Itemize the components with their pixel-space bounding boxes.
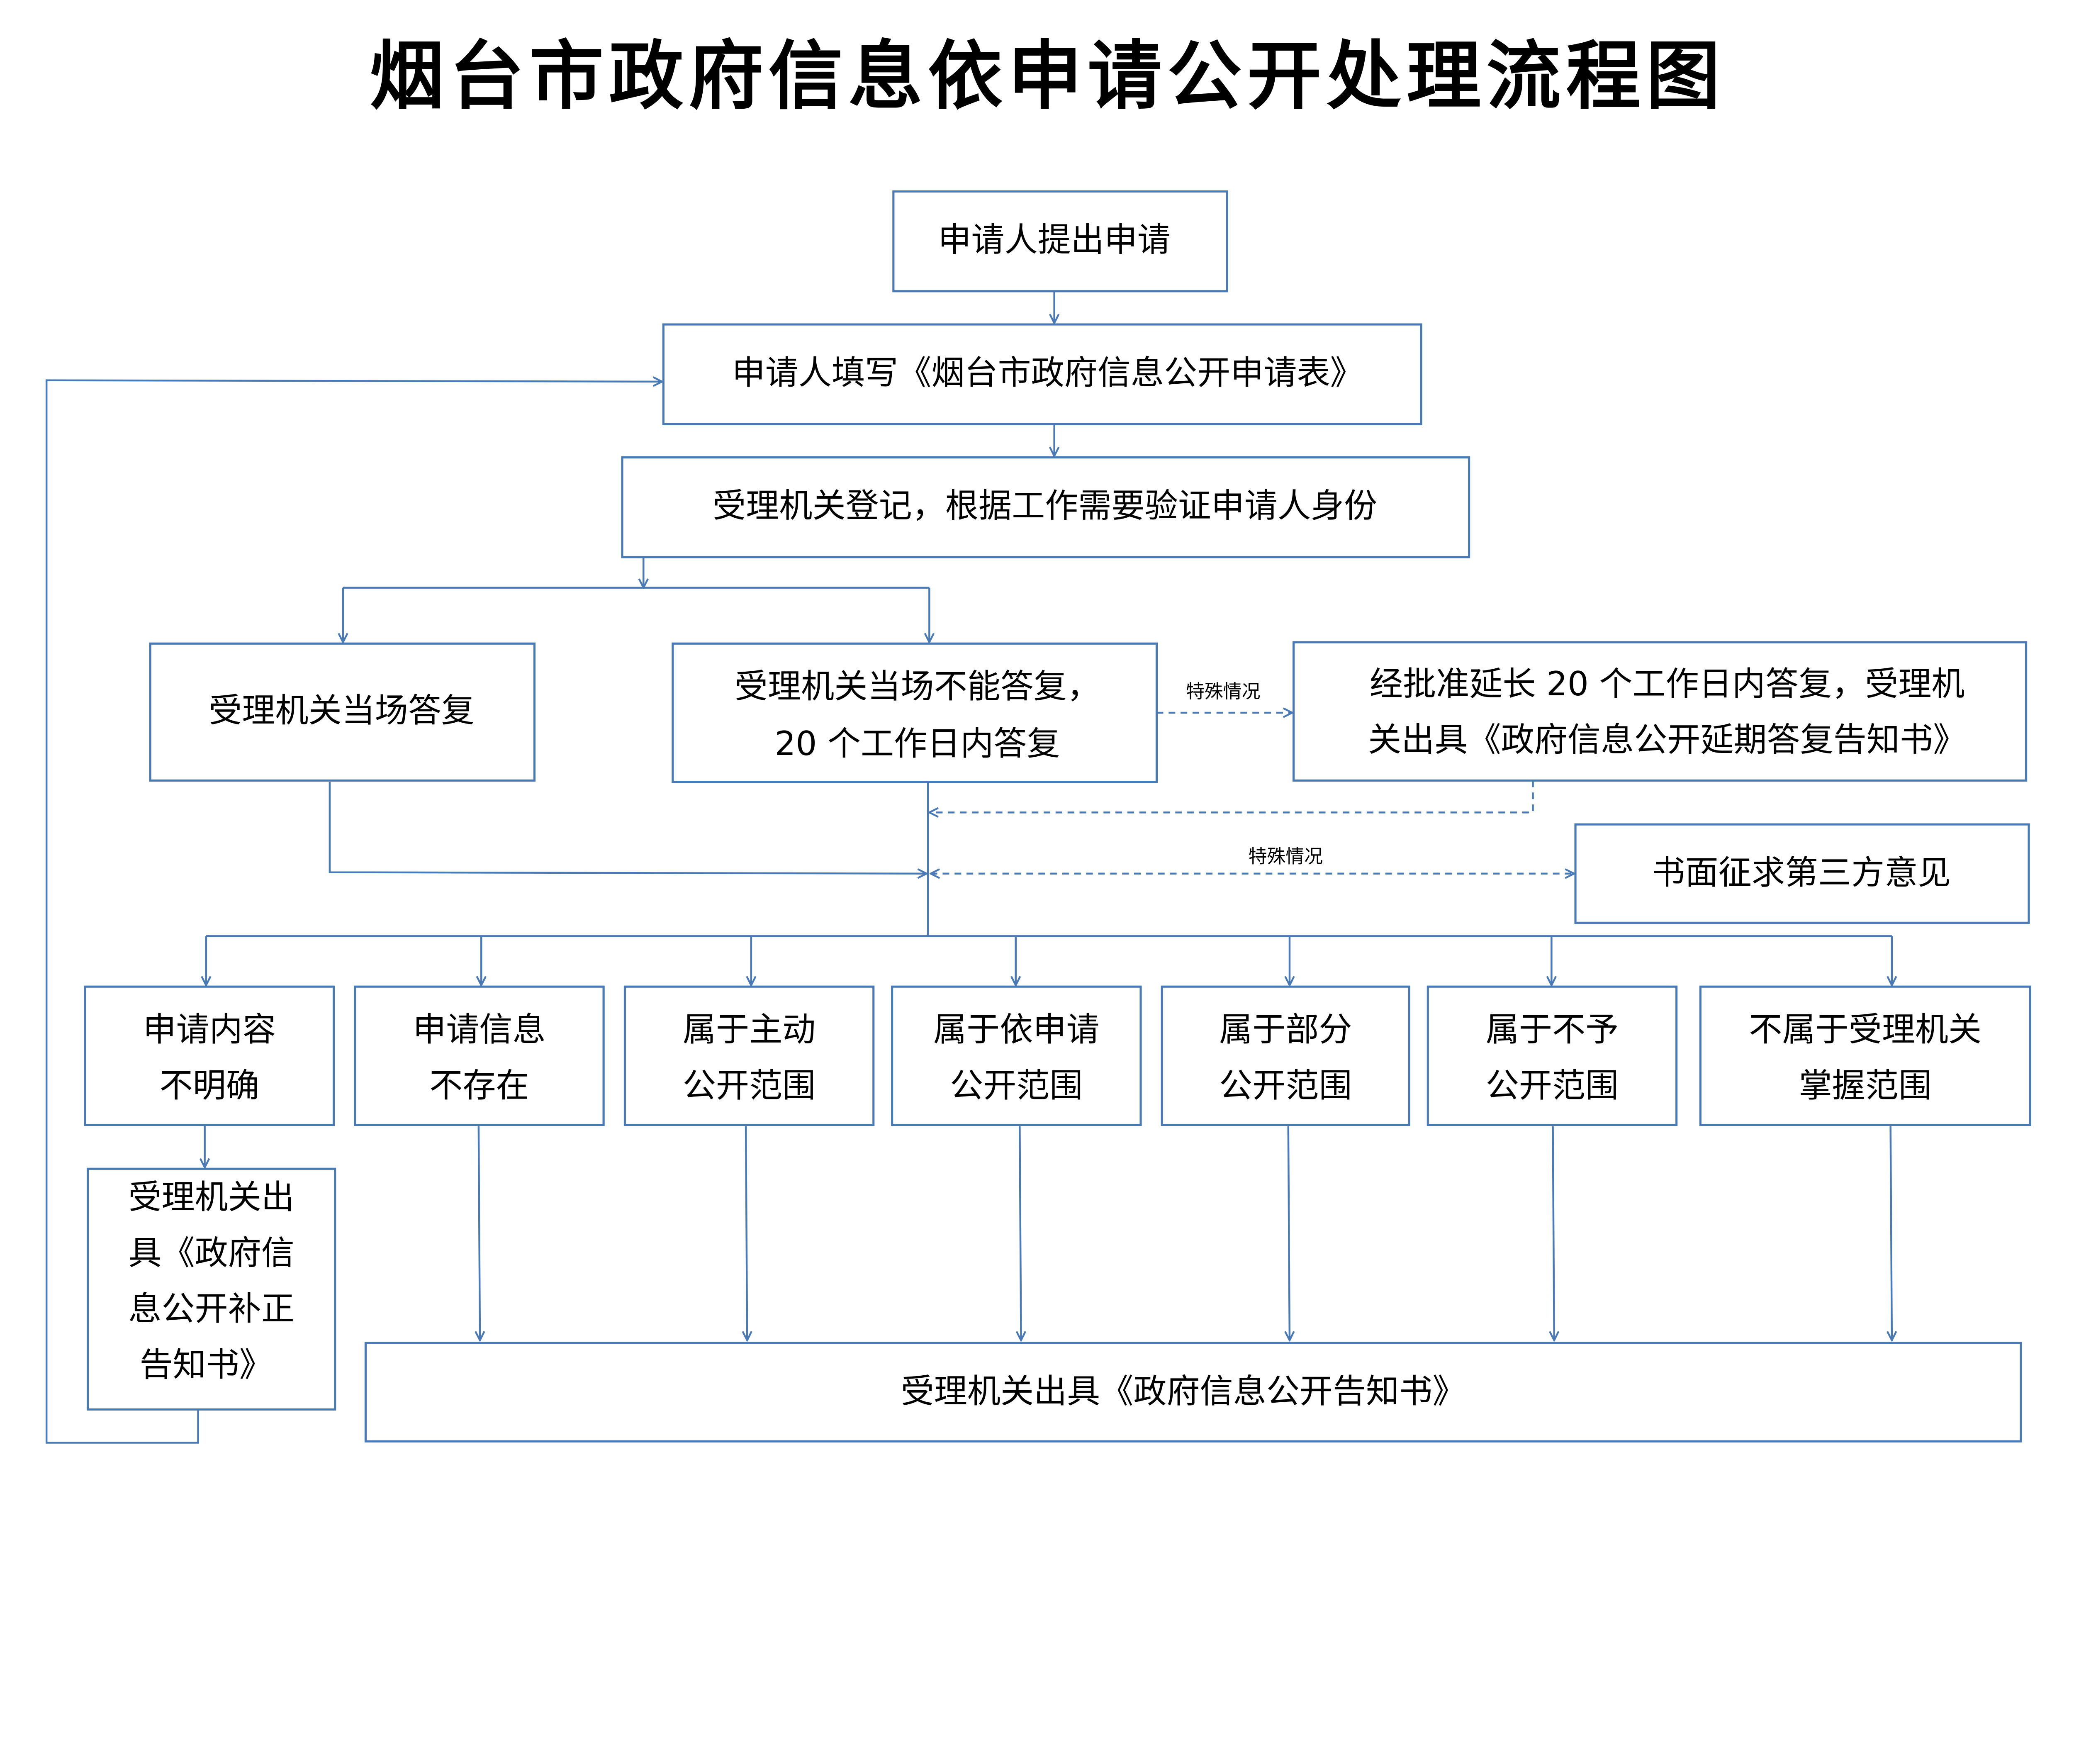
step-register: 受理机关登记，根据工作需要验证申请人身份 — [621, 456, 1470, 558]
arrow-to-final-notice — [1288, 1126, 1290, 1340]
step-label: 20 个工作日内答复 — [774, 724, 1060, 763]
category-label: 掌握范围 — [1799, 1066, 1932, 1105]
step-label: 息公开补正 — [128, 1289, 295, 1328]
category-label: 申请内容 — [143, 1010, 276, 1049]
category-label: 不属于受理机关 — [1749, 1010, 1981, 1049]
category-label: 属于依申请 — [933, 1010, 1100, 1049]
special-case-label: 特殊情况 — [1186, 680, 1260, 702]
arrow-to-final-notice — [1891, 1126, 1892, 1340]
arrow-to-final-notice — [479, 1126, 480, 1340]
arrow-to-final-notice — [1553, 1126, 1554, 1340]
step-label: 书面征求第三方意见 — [1652, 853, 1951, 892]
step-fill-form: 申请人填写《烟台市政府信息公开申请表》 — [662, 323, 1422, 425]
page-title: 烟台市政府信息依申请公开处理流程图 — [370, 32, 1726, 120]
step-final-notice: 受理机关出具《政府信息公开告知书》 — [364, 1342, 2022, 1442]
category-label: 公开范围 — [1219, 1066, 1352, 1105]
category-label: 属于不予 — [1486, 1010, 1619, 1049]
category-label: 不明确 — [160, 1066, 259, 1105]
step-label: 申请人提出申请 — [938, 220, 1171, 259]
arrow-spot-reply-merge — [329, 782, 927, 874]
step-reply-on-spot: 受理机关当场答复 — [149, 642, 536, 782]
category-label: 公开范围 — [950, 1066, 1083, 1105]
step-label: 受理机关当场答复 — [209, 691, 475, 730]
step-label: 具《政府信 — [128, 1234, 295, 1272]
step-third-party: 书面征求第三方意见 — [1574, 823, 2030, 924]
step-label: 受理机关当场不能答复， — [735, 667, 1100, 706]
connectors — [45, 291, 1892, 1444]
special-case-label: 特殊情况 — [1249, 845, 1323, 867]
step-label: 经批准延长 20 个工作日内答复，受理机 — [1370, 665, 1965, 703]
category-label: 属于部分 — [1219, 1010, 1352, 1049]
arrow-to-final-notice — [1020, 1126, 1021, 1340]
category-label: 属于主动 — [683, 1010, 815, 1049]
step-extend: 经批准延长 20 个工作日内答复，受理机 关出具《政府信息公开延期答复告知书》 — [1293, 641, 2028, 782]
step-supplement-notice: 受理机关出 具《政府信 息公开补正 告知书》 — [86, 1167, 336, 1411]
step-apply: 申请人提出申请 — [892, 190, 1228, 292]
step-label: 关出具《政府信息公开延期答复告知书》 — [1368, 720, 1966, 759]
step-label: 受理机关登记，根据工作需要验证申请人身份 — [713, 486, 1377, 525]
step-label: 受理机关出具《政府信息公开告知书》 — [901, 1372, 1466, 1411]
flowchart: 烟台市政府信息依申请公开处理流程图 特殊情况 特殊情况 申请人提出申请 申请人填… — [45, 32, 2031, 1444]
category-label: 不存在 — [429, 1066, 529, 1105]
step-reply-20days: 受理机关当场不能答复， 20 个工作日内答复 — [672, 642, 1158, 783]
arrow-to-final-notice — [746, 1126, 747, 1340]
step-label: 申请人填写《烟台市政府信息公开申请表》 — [732, 353, 1363, 392]
category-label: 公开范围 — [1486, 1066, 1619, 1105]
step-label: 告知书》 — [140, 1345, 273, 1384]
step-label: 受理机关出 — [128, 1178, 295, 1216]
category-label: 公开范围 — [683, 1066, 815, 1105]
feedback-arrow-to-form — [45, 380, 662, 1444]
category-label: 申请信息 — [413, 1010, 545, 1049]
dashed-arrow-extend-back — [929, 780, 1534, 812]
